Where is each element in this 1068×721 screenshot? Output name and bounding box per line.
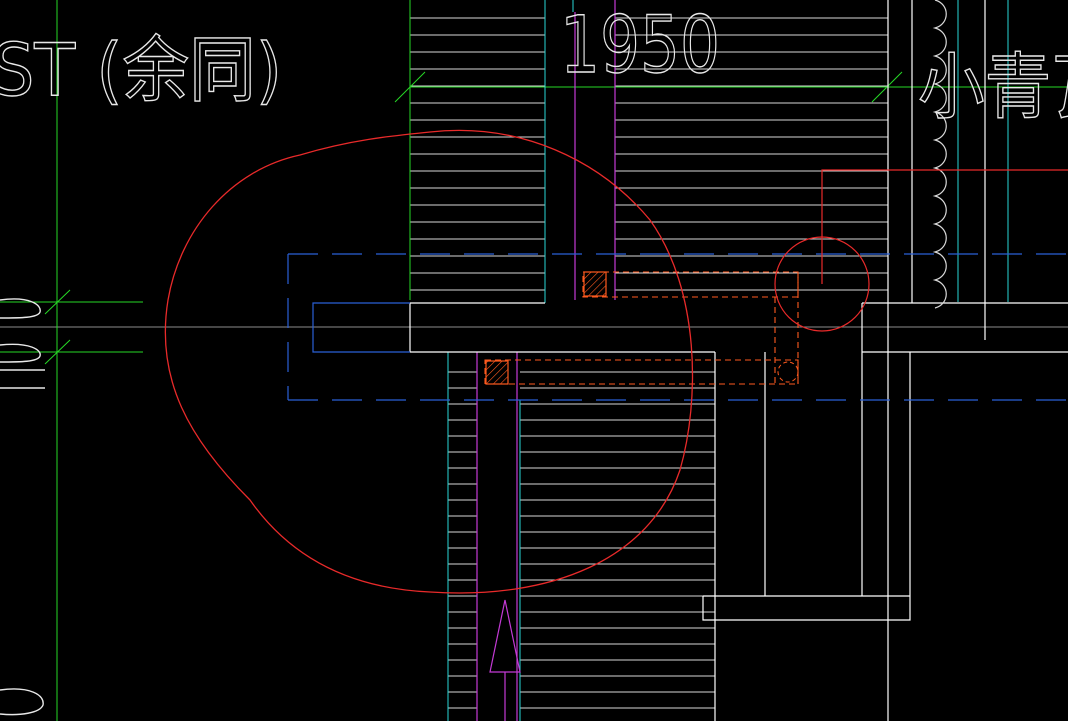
hatch-block-icon (485, 360, 509, 385)
up-arrow-icon (489, 599, 521, 721)
hatch-block-icon (583, 271, 607, 297)
left-annotation-marks (0, 298, 45, 716)
structure-outline (409, 0, 1068, 721)
dimension-value[interactable]: 1950 (559, 0, 720, 91)
roof-tile-lines-upper (410, 17, 888, 291)
top-left-note[interactable]: ST (余同) (0, 27, 283, 112)
callout-leader (774, 169, 1068, 332)
material-label[interactable]: 小青瓦 (917, 44, 1068, 129)
cyan-lines (447, 0, 1009, 721)
wall-lines-lower (448, 371, 715, 709)
blue-dashed-outline (287, 253, 1068, 401)
revision-cloud (164, 129, 694, 594)
rebar-end-circle (777, 361, 799, 383)
tile-wave-edge (932, 0, 947, 309)
